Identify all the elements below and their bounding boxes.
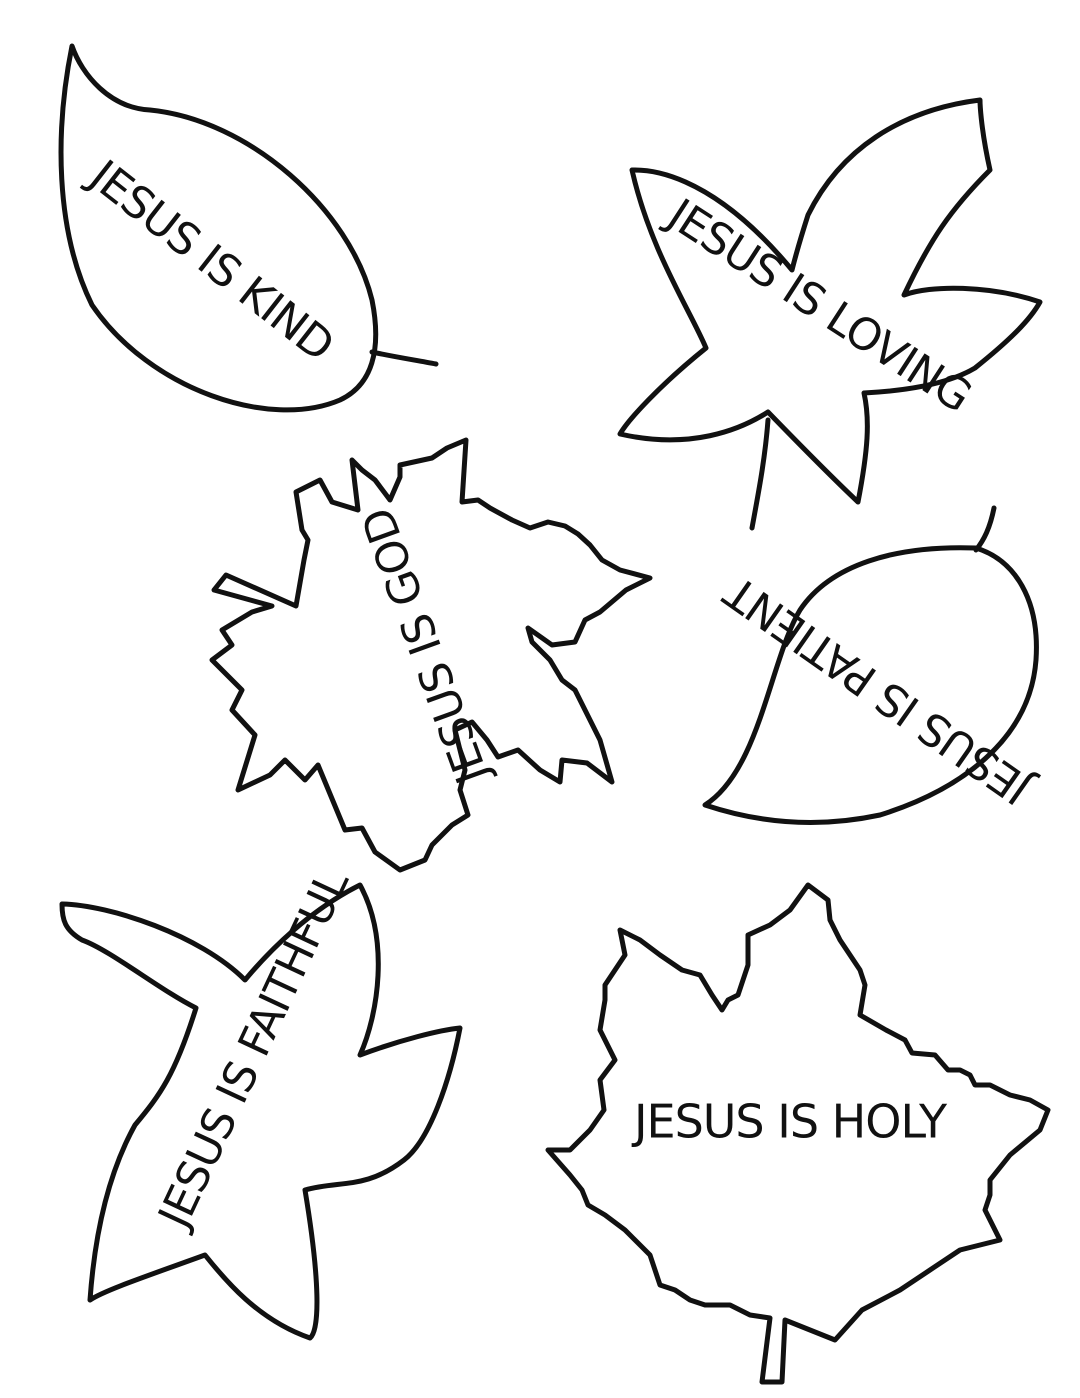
leaf-patient-label: JESUS IS PATIENT [716, 565, 1043, 815]
leaf-faithful-outline [59, 882, 463, 1341]
leaf-loving: JESUS IS LOVING [617, 97, 1043, 531]
leaf-patient-stem [973, 505, 997, 553]
leaf-kind: JESUS IS KIND [58, 43, 439, 413]
leaf-faithful: JESUS IS FAITHFUL [59, 861, 463, 1341]
leaf-kind-outline [58, 43, 379, 413]
leaf-holy: JESUS IS HOLY [545, 882, 1051, 1385]
leaf-loving-outline [617, 97, 1043, 505]
leaf-god: JESUS IS GOD [209, 437, 653, 873]
leaf-loving-stem [749, 417, 771, 531]
leaf-patient-outline [702, 545, 1039, 825]
leaf-holy-outline [545, 882, 1051, 1385]
leaf-kind-stem [369, 349, 439, 367]
leaf-loving-label: JESUS IS LOVING [656, 188, 980, 423]
leaf-patient: JESUS IS PATIENT [702, 505, 1043, 825]
leaf-god-outline [209, 437, 653, 873]
leaf-holy-label: JESUS IS HOLY [631, 1095, 948, 1149]
leaf-god-label: JESUS IS GOD [352, 502, 500, 793]
